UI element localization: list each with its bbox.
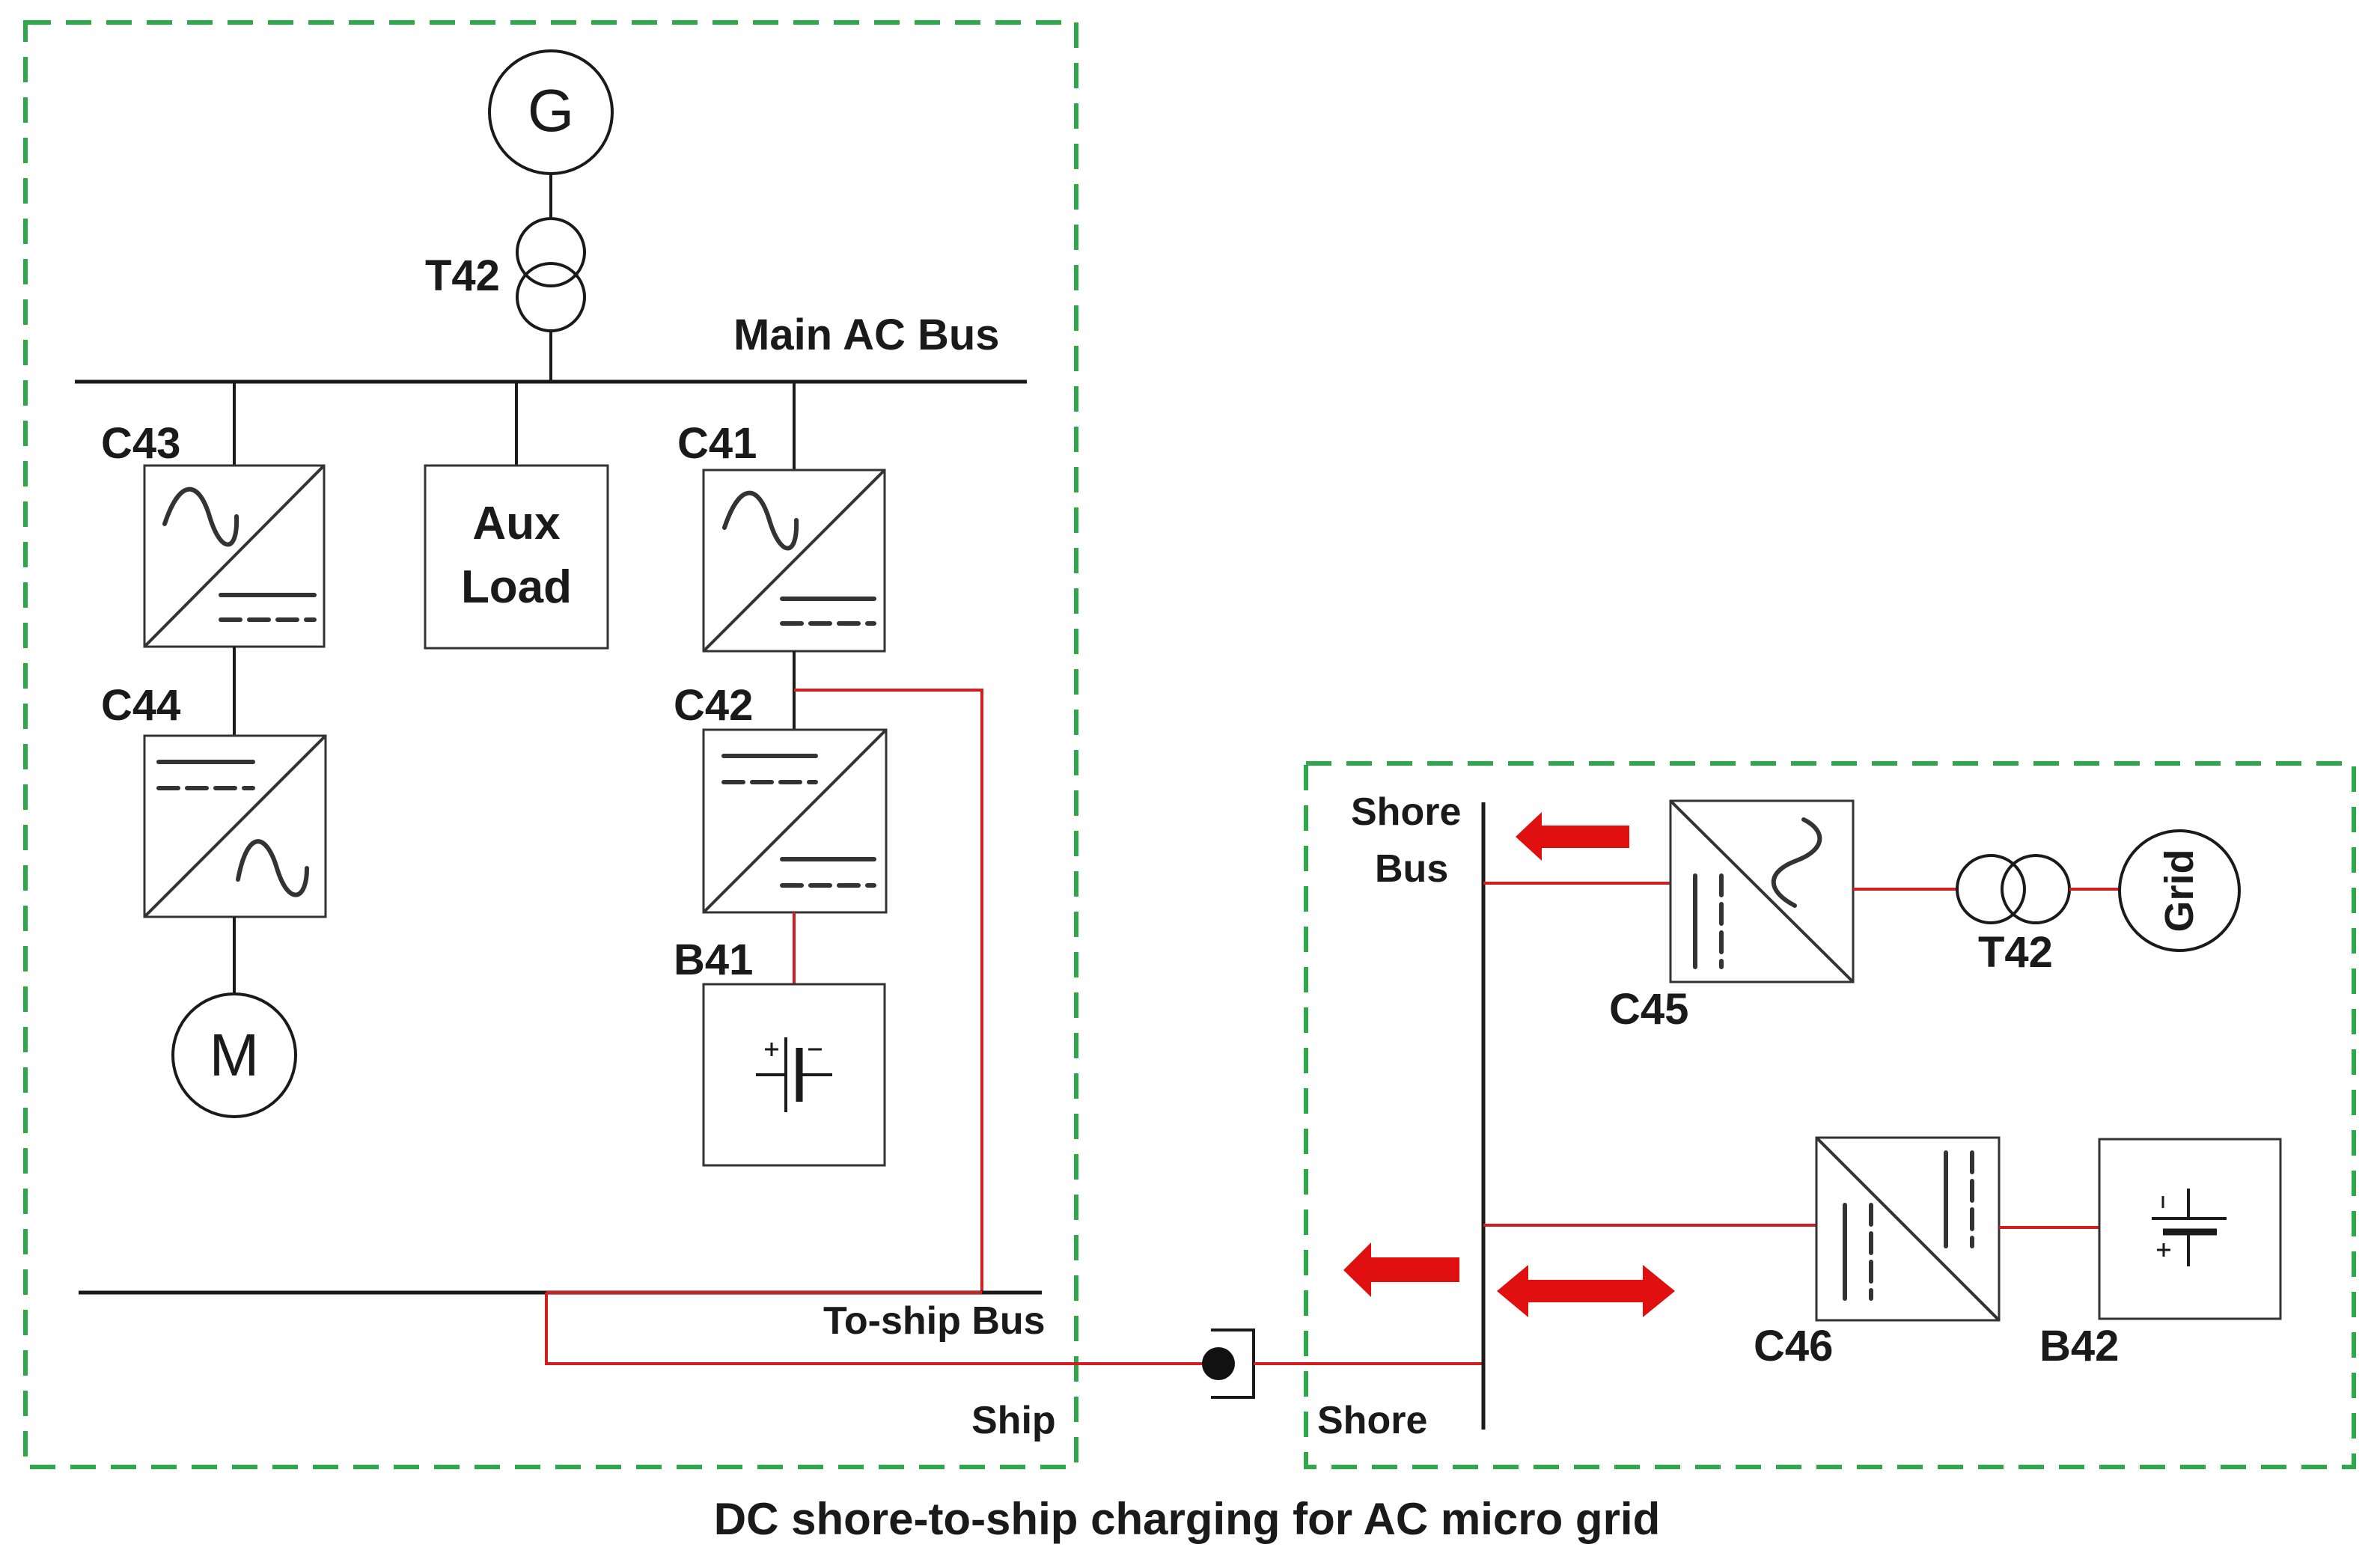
generator-label: G (528, 77, 574, 144)
c46-label: C46 (1754, 1322, 1833, 1370)
ship-cable-wire (545, 1293, 1218, 1365)
c41-label: C41 (677, 419, 757, 468)
transformer-shore-label: T42 (1978, 928, 2053, 977)
power-flow-arrow-top (1516, 812, 1629, 861)
c44-label: C44 (101, 681, 180, 730)
aux-load-label-line2: Load (461, 561, 572, 613)
plug-connector-icon (1202, 1328, 1255, 1399)
c46-converter-icon (1815, 1136, 2001, 1322)
c42-label: C42 (674, 681, 753, 730)
power-flow-arrow-bottom (1343, 1242, 1459, 1297)
shore-region-border (1304, 761, 2356, 1469)
shore-label: Shore (1317, 1399, 1427, 1442)
aux-load-label-line1: Aux (472, 498, 561, 549)
motor-label: M (210, 1022, 260, 1088)
aux-load-box: Aux Load (424, 464, 609, 650)
grid-symbol: Grid (2118, 829, 2241, 952)
b42-label: B42 (2039, 1322, 2119, 1370)
grid-label: Grid (2157, 849, 2202, 932)
c43-converter-icon (143, 464, 326, 648)
b41-battery-icon (702, 983, 886, 1167)
c45-converter-icon (1669, 799, 1855, 983)
ship-label: Ship (971, 1399, 1056, 1442)
dc-link-wire (794, 689, 983, 1293)
diagram-caption: DC shore-to-ship charging for AC micro g… (714, 1494, 1660, 1544)
motor-symbol: M (171, 992, 297, 1118)
shore-bus-label-line2: Bus (1375, 847, 1448, 891)
c42-converter-icon (702, 728, 888, 914)
transformer-ship-icon (516, 217, 586, 332)
b41-label: B41 (674, 936, 753, 984)
shore-bus-label-line1: Shore (1351, 790, 1461, 834)
bidirectional-flow-arrow (1497, 1265, 1675, 1317)
c41-converter-icon (702, 469, 886, 653)
c45-label: C45 (1609, 985, 1688, 1034)
to-ship-bus-label: To-ship Bus (823, 1299, 1046, 1343)
c43-label: C43 (101, 419, 180, 468)
b42-battery-icon (2098, 1138, 2282, 1320)
transformer-ship-label: T42 (425, 251, 500, 300)
c44-converter-icon (143, 734, 327, 918)
transformer-shore-icon (1956, 854, 2071, 924)
main-ac-bus-label: Main AC Bus (733, 311, 1000, 359)
generator-symbol: G (488, 49, 614, 175)
ship-region-border (23, 20, 1078, 1469)
